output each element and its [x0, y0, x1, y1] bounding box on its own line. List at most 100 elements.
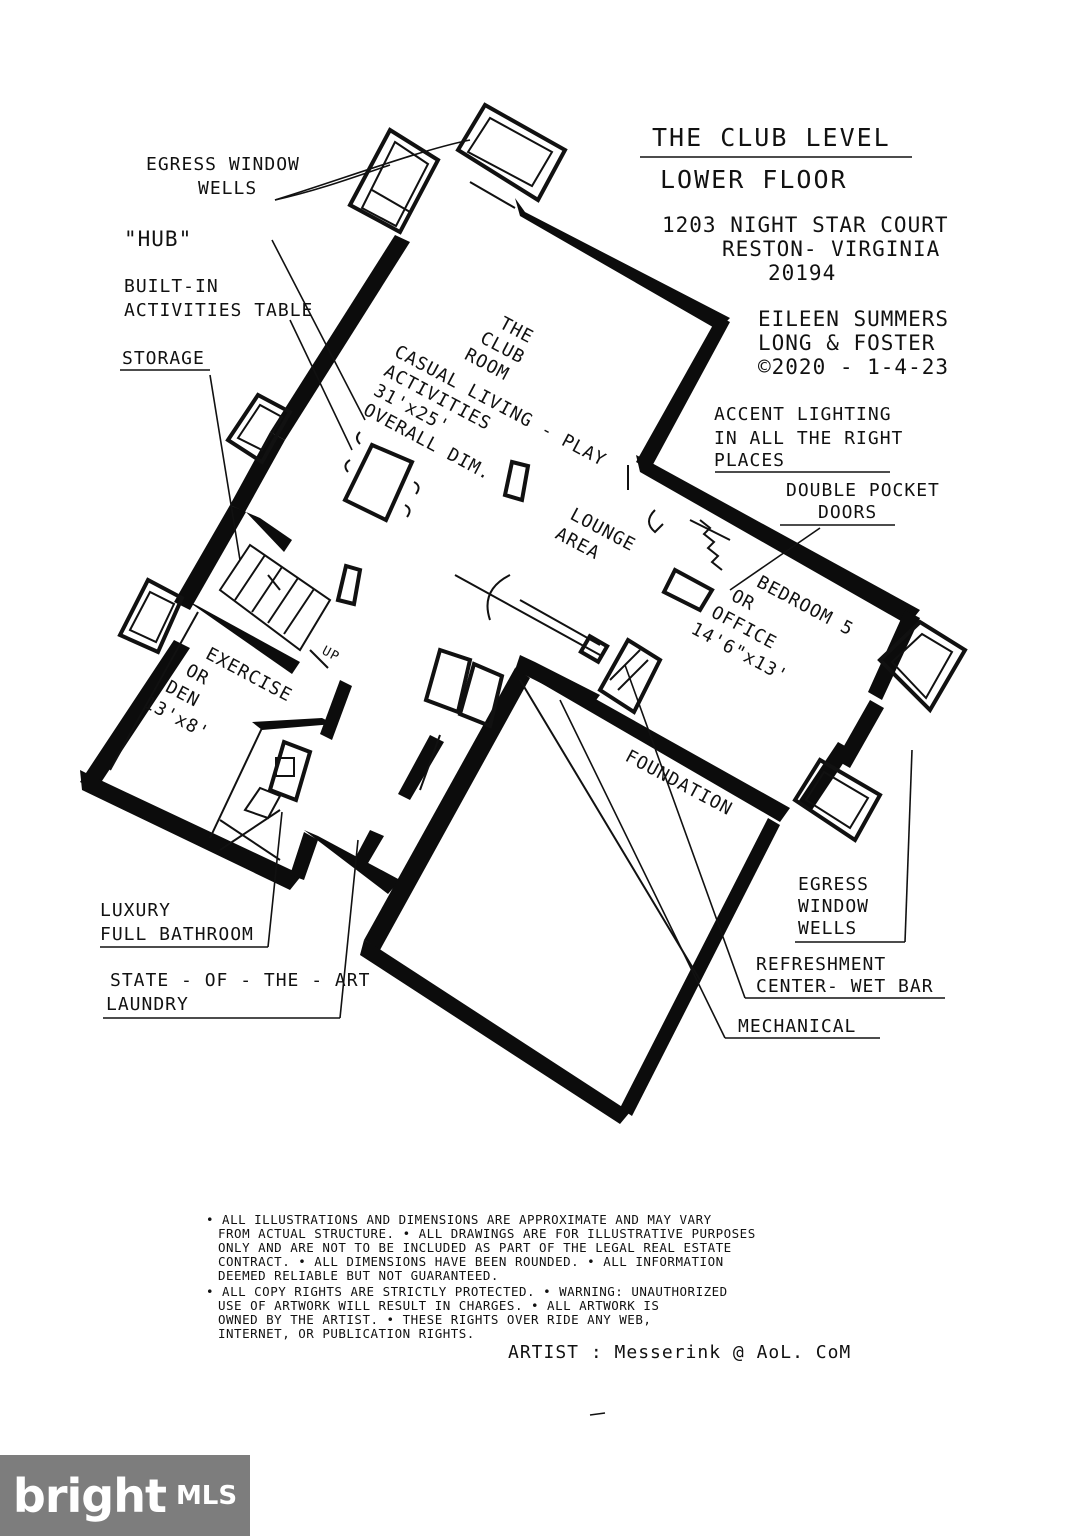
disclaimer-line-6: • ALL COPY RIGHTS ARE STRICTLY PROTECTED…: [206, 1284, 728, 1299]
disclaimer-line-9: INTERNET, OR PUBLICATION RIGHTS.: [218, 1326, 475, 1341]
mechanical-line: [519, 679, 701, 981]
label-accent-3: PLACES: [714, 450, 785, 471]
stair-up-word: UP: [319, 644, 342, 666]
pocket-doors: [648, 509, 731, 613]
wall-storage: [246, 512, 292, 552]
exercise-inner-wall: [109, 611, 199, 771]
door-swing: [486, 574, 511, 621]
leader-egress-right: [904, 749, 913, 943]
bright-mls-logo: bright MLS: [0, 1455, 250, 1536]
label-pocket-2: DOORS: [818, 502, 877, 523]
title-block: THE CLUB LEVEL LOWER FLOOR 1203 NIGHT ST…: [652, 123, 949, 379]
label-laundry-1: STATE - OF - THE - ART: [110, 970, 370, 991]
wall-bedroom-top: [636, 455, 920, 625]
lounge-label: LOUNGE AREA: [552, 504, 639, 564]
label-built-in-2: ACTIVITIES TABLE: [124, 300, 313, 321]
stair-up-label: UP: [319, 644, 342, 666]
club-room-label: THE CLUB ROOM: [461, 313, 537, 385]
copyright-date: ©2020 - 1-4-23: [758, 355, 949, 379]
label-egress-right-2: WINDOW: [798, 896, 869, 917]
disclaimer-line-5: DEEMED RELIABLE BUT NOT GUARANTEED.: [218, 1268, 499, 1283]
address-line-3: 20194: [768, 261, 836, 285]
leader-egress-2: [274, 164, 391, 201]
counter-line-2: [519, 599, 601, 646]
label-hub: "HUB": [124, 227, 192, 251]
egress-well-top-right: [455, 102, 568, 209]
egress-well-right-lower: [792, 757, 883, 843]
wall-exercise-bottom: [80, 770, 302, 890]
walls: [80, 198, 920, 1124]
logo-brand: bright: [12, 1468, 167, 1523]
column-lower: [335, 563, 363, 607]
agent-name: EILEEN SUMMERS: [758, 307, 949, 331]
laundry-inner-line: [419, 734, 441, 791]
agent-brokerage: LONG & FOSTER: [758, 331, 935, 355]
wall-bedroom-right: [868, 610, 920, 700]
wall-mechanical: [515, 655, 600, 708]
disclaimer-line-2: FROM ACTUAL STRUCTURE. • ALL DRAWINGS AR…: [218, 1226, 756, 1241]
leader-egress-1: [274, 139, 471, 201]
label-accent-1: ACCENT LIGHTING: [714, 404, 892, 425]
label-laundry-2: LAUNDRY: [106, 994, 189, 1015]
address-line-1: 1203 NIGHT STAR COURT: [662, 213, 949, 237]
bathroom-fixtures: [219, 739, 313, 861]
wall-foundation-right: [620, 818, 780, 1116]
leader-refresh: [624, 664, 746, 999]
wall-left-upper: [270, 235, 410, 440]
column-upper: [502, 459, 531, 503]
callouts: EGRESS WINDOW WELLS "HUB" BUILT-IN ACTIV…: [100, 154, 939, 1037]
room-labels: THE CLUB ROOM CASUAL LIVING - PLAY ACTIV…: [140, 313, 857, 820]
label-luxury-1: LUXURY: [100, 900, 171, 921]
egress-well-top-left: [347, 127, 441, 235]
wall-top: [515, 198, 730, 330]
egress-well-left-lower: [117, 577, 185, 655]
leader-luxury: [267, 811, 283, 948]
label-refresh-1: REFRESHMENT: [756, 954, 886, 975]
wall-bath-bottom-right: [304, 830, 400, 894]
disclaimer-line-3: ONLY AND ARE NOT TO BE INCLUDED AS PART …: [218, 1240, 732, 1255]
disclaimer-line-1: • ALL ILLUSTRATIONS AND DIMENSIONS ARE A…: [206, 1212, 712, 1227]
wall-laundry: [398, 735, 444, 800]
label-refresh-2: CENTER- WET BAR: [756, 976, 934, 997]
wall-left-mid2: [174, 505, 246, 610]
label-storage: STORAGE: [122, 348, 205, 369]
wall-foundation-bottom: [360, 940, 630, 1124]
disclaimer: • ALL ILLUSTRATIONS AND DIMENSIONS ARE A…: [206, 1212, 851, 1363]
counter-line: [454, 574, 601, 656]
label-mechanical: MECHANICAL: [738, 1016, 856, 1037]
leader-hub: [271, 239, 366, 421]
laundry-appliances: [423, 647, 505, 729]
egress-well-right-upper: [877, 619, 968, 714]
fixtures: [109, 431, 731, 981]
leader-mechanical: [559, 699, 726, 1039]
logo-suffix: MLS: [175, 1480, 238, 1511]
plan-title: THE CLUB LEVEL: [652, 123, 891, 152]
artist-credit: ARTIST : Messerink @ AoL. CoM: [508, 1342, 851, 1363]
label-built-in-1: BUILT-IN: [124, 276, 219, 297]
wall-bath-bottom: [290, 832, 318, 880]
address-line-2: RESTON- VIRGINIA: [722, 237, 940, 261]
leader-storage: [209, 374, 241, 561]
label-egress-right-1: EGRESS: [798, 874, 869, 895]
label-egress-right-3: WELLS: [798, 918, 857, 939]
scribble-mark: [589, 1412, 606, 1416]
window-wells: [117, 102, 968, 843]
wall-bath-interior: [252, 718, 334, 730]
disclaimer-line-7: USE OF ARTWORK WILL RESULT IN CHARGES. •…: [218, 1298, 659, 1313]
bath-inner-wall: [209, 727, 263, 839]
label-accent-2: IN ALL THE RIGHT: [714, 428, 903, 449]
leader-pocket: [729, 527, 821, 591]
disclaimer-line-4: CONTRACT. • ALL DIMENSIONS HAVE BEEN ROU…: [218, 1254, 724, 1269]
disclaimer-line-8: OWNED BY THE ARTIST. • THESE RIGHTS OVER…: [218, 1312, 651, 1327]
leader-laundry: [339, 839, 359, 1019]
plan-subtitle: LOWER FLOOR: [660, 165, 848, 194]
wall-left-mid: [230, 432, 285, 512]
label-luxury-2: FULL BATHROOM: [100, 924, 254, 945]
wall-club-right: [636, 316, 730, 470]
label-egress-top-1: EGRESS WINDOW: [146, 154, 300, 175]
wall-bath-top: [320, 680, 352, 740]
label-egress-top-2: WELLS: [198, 178, 257, 199]
wall-stair: [186, 600, 300, 674]
wall-foundation-left: [364, 668, 530, 950]
